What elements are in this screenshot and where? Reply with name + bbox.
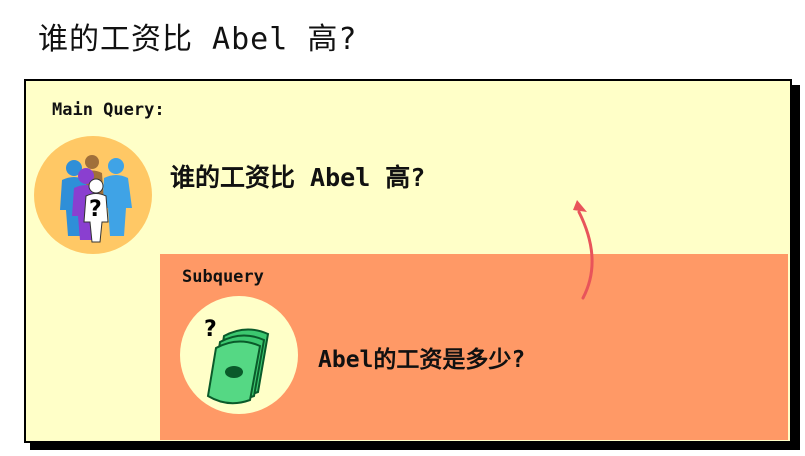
- subquery-question: Abel的工资是多少?: [318, 347, 526, 373]
- money-stack-question-icon: ?: [180, 296, 298, 414]
- subquery-result-arrow: [573, 200, 594, 300]
- subquery-label: Subquery: [182, 267, 264, 287]
- svg-text:?: ?: [204, 317, 217, 342]
- slide-title: 谁的工资比 Abel 高?: [38, 22, 358, 57]
- main-query-label: Main Query:: [52, 100, 165, 120]
- svg-text:?: ?: [89, 197, 102, 222]
- people-group-question-icon: ?: [34, 136, 152, 254]
- main-query-question: 谁的工资比 Abel 高?: [170, 163, 426, 192]
